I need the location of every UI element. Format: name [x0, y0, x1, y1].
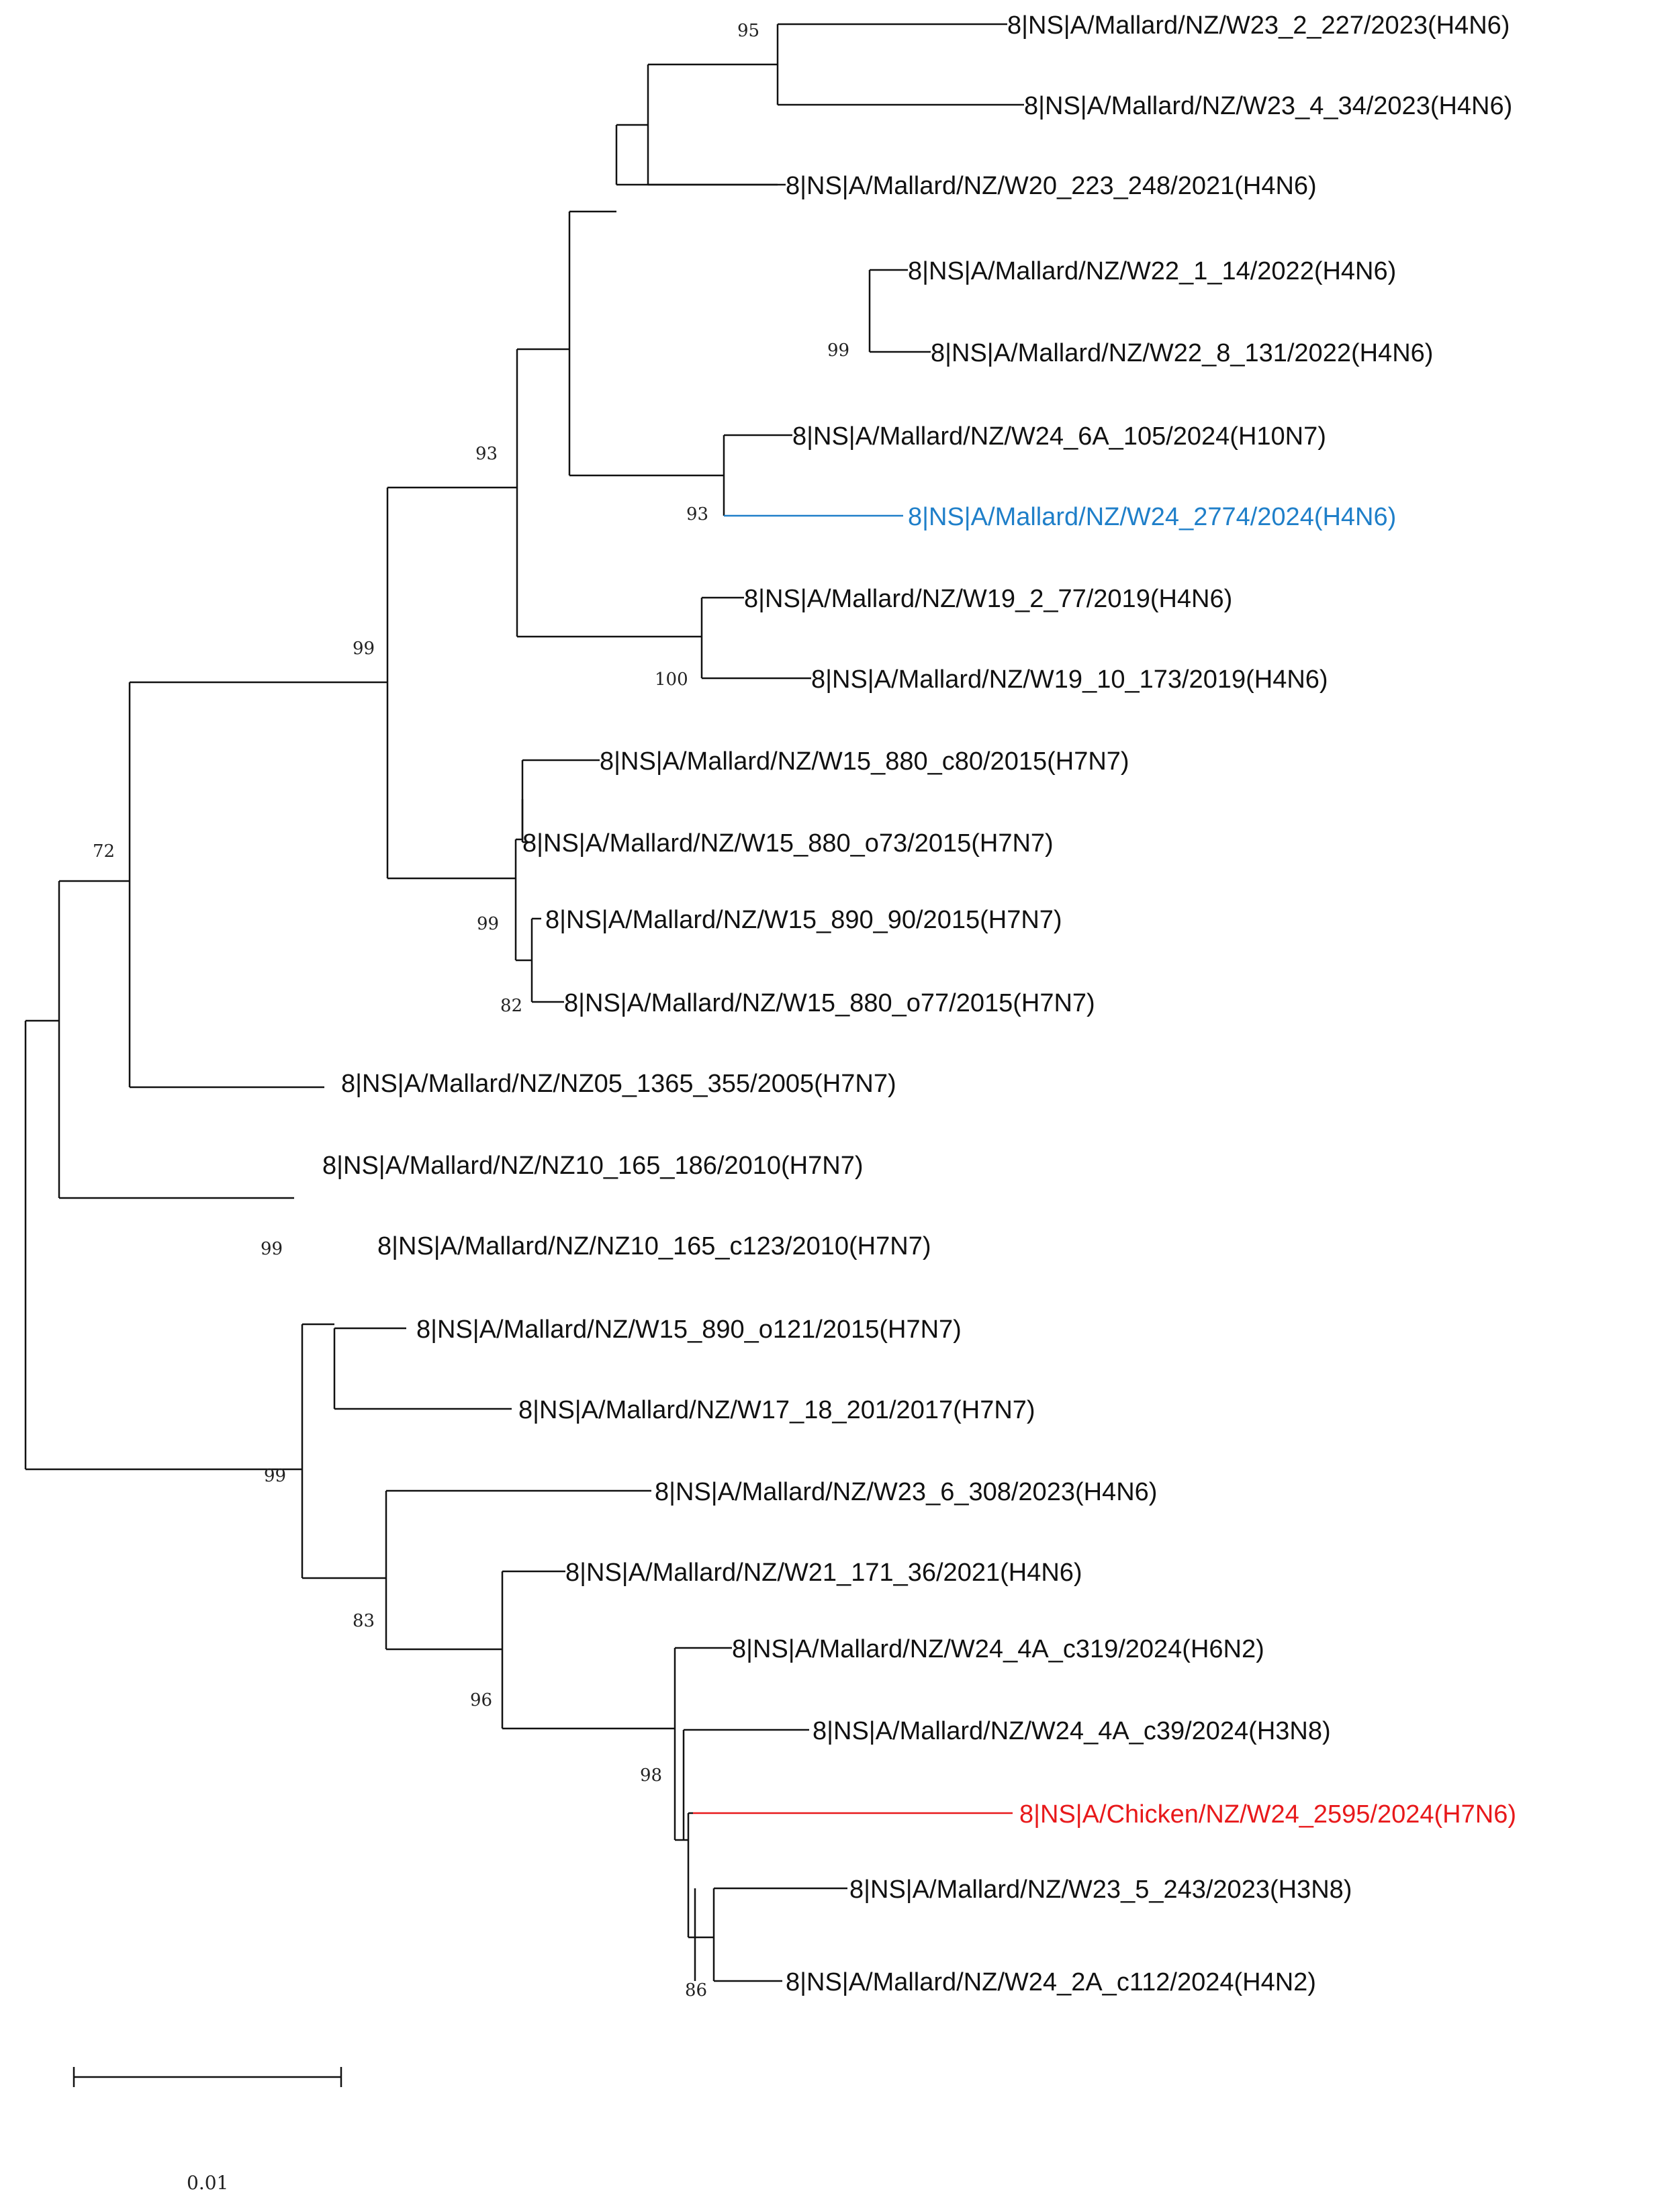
support-value: 98 [640, 1765, 662, 1786]
support-value: 99 [827, 340, 849, 361]
scale-bar: 0.01 [73, 2067, 342, 2194]
support-value: 86 [685, 1980, 707, 2000]
support-value: 83 [353, 1611, 375, 1631]
branch-clade-b [128, 681, 387, 1089]
taxon-label: 8|NS|A/Mallard/NZ/W22_1_14/2022(H4N6) [908, 257, 1396, 285]
branch-clade-h [868, 269, 931, 353]
branch-clade-d [516, 348, 702, 638]
taxon-label: 8|NS|A/Mallard/NZ/W19_10_173/2019(H4N6) [811, 665, 1328, 694]
tree-branches [24, 23, 1024, 1982]
support-value: 95 [737, 21, 759, 41]
taxon-label: 8|NS|A/Mallard/NZ/W22_8_131/2022(H4N6) [931, 339, 1433, 367]
taxon-label: 8|NS|A/Mallard/NZ/W23_4_34/2023(H4N6) [1024, 92, 1512, 120]
taxon-label: 8|NS|A/Mallard/NZ/W23_2_227/2023(H4N6) [1007, 11, 1510, 40]
branch-clade-o [333, 1327, 512, 1410]
taxon-label: 8|NS|A/Mallard/NZ/W17_18_201/2017(H7N7) [518, 1396, 1035, 1424]
branch-clade-e [568, 210, 724, 477]
taxon-label: 8|NS|A/Mallard/NZ/W24_2A_c112/2024(H4N2) [786, 1968, 1316, 1996]
branch-clade-g [647, 63, 778, 186]
branch-clade-p [385, 1489, 651, 1651]
support-values: 95 99 93 93 100 99 72 99 82 99 99 83 96 … [93, 21, 849, 2000]
taxon-label: 8|NS|A/Mallard/NZ/W20_223_248/2021(H4N6) [786, 172, 1317, 200]
taxon-label: 8|NS|A/Mallard/NZ/W24_6A_105/2024(H10N7) [792, 422, 1326, 451]
support-value: 72 [93, 841, 115, 862]
support-value: 93 [475, 444, 498, 464]
taxon-label: 8|NS|A/Mallard/NZ/W15_880_c80/2015(H7N7) [600, 747, 1129, 776]
branch-clade-c [386, 486, 517, 880]
taxon-label: 8|NS|A/Mallard/NZ/W15_880_o73/2015(H7N7) [522, 829, 1054, 858]
scale-bar-line [73, 2067, 342, 2087]
taxon-label: 8|NS|A/Mallard/NZ/W24_4A_c319/2024(H6N2) [732, 1635, 1264, 1663]
support-value: 99 [264, 1466, 286, 1486]
branch-root [24, 1019, 302, 1471]
support-value: 93 [686, 504, 708, 524]
branch-clade-n [301, 1323, 386, 1579]
taxon-label: 8|NS|A/Mallard/NZ/NZ05_1365_355/2005(H7N… [341, 1070, 896, 1098]
support-value: 99 [353, 639, 375, 659]
taxon-label: 8|NS|A/Mallard/NZ/W15_890_o121/2015(H7N7… [416, 1316, 962, 1344]
branch-t11 [521, 799, 527, 843]
branch-clade-q [501, 1570, 675, 1730]
scale-bar-label: 0.01 [187, 2172, 228, 2194]
branch-clade-r [674, 1647, 732, 1841]
branch-clade-t [687, 1812, 695, 1939]
branch-clade-f [615, 124, 786, 186]
branch-clade-j [700, 596, 811, 680]
support-value: 96 [470, 1690, 492, 1710]
taxon-label: 8|NS|A/Mallard/NZ/W19_2_77/2019(H4N6) [744, 585, 1232, 613]
taxon-labels: 8|NS|A/Mallard/NZ/W23_2_227/2023(H4N6) 8… [322, 11, 1516, 1996]
taxon-label: 8|NS|A/Mallard/NZ/W23_6_308/2023(H4N6) [655, 1478, 1157, 1506]
taxon-label: 8|NS|A/Mallard/NZ/W15_880_o77/2015(H7N7) [564, 989, 1095, 1017]
branch-clade-l [527, 917, 564, 1003]
taxon-label-highlighted: 8|NS|A/Chicken/NZ/W24_2595/2024(H7N6) [1019, 1800, 1516, 1829]
taxon-label: 8|NS|A/Mallard/NZ/W15_890_90/2015(H7N7) [545, 906, 1062, 934]
taxon-label: 8|NS|A/Mallard/NZ/W24_4A_c39/2024(H3N8) [813, 1717, 1331, 1745]
taxon-label-highlighted: 8|NS|A/Mallard/NZ/W24_2774/2024(H4N6) [908, 503, 1396, 531]
branch-clade-s [682, 1729, 809, 1841]
support-value: 82 [500, 996, 522, 1016]
taxon-label: 8|NS|A/Mallard/NZ/NZ10_165_c123/2010(H7N… [377, 1232, 931, 1260]
support-value: 100 [655, 670, 688, 690]
taxon-label: 8|NS|A/Mallard/NZ/W23_5_243/2023(H3N8) [849, 1876, 1352, 1904]
branch-clade-a [58, 880, 294, 1199]
taxon-label: 8|NS|A/Mallard/NZ/W21_171_36/2021(H4N6) [565, 1559, 1082, 1587]
support-value: 99 [261, 1239, 283, 1259]
support-value: 99 [477, 914, 499, 934]
branch-clade-u [694, 1887, 847, 1982]
branch-t1 [776, 23, 1024, 106]
branch-clade-i [723, 434, 792, 516]
taxon-label: 8|NS|A/Mallard/NZ/NZ10_165_186/2010(H7N7… [322, 1152, 863, 1180]
